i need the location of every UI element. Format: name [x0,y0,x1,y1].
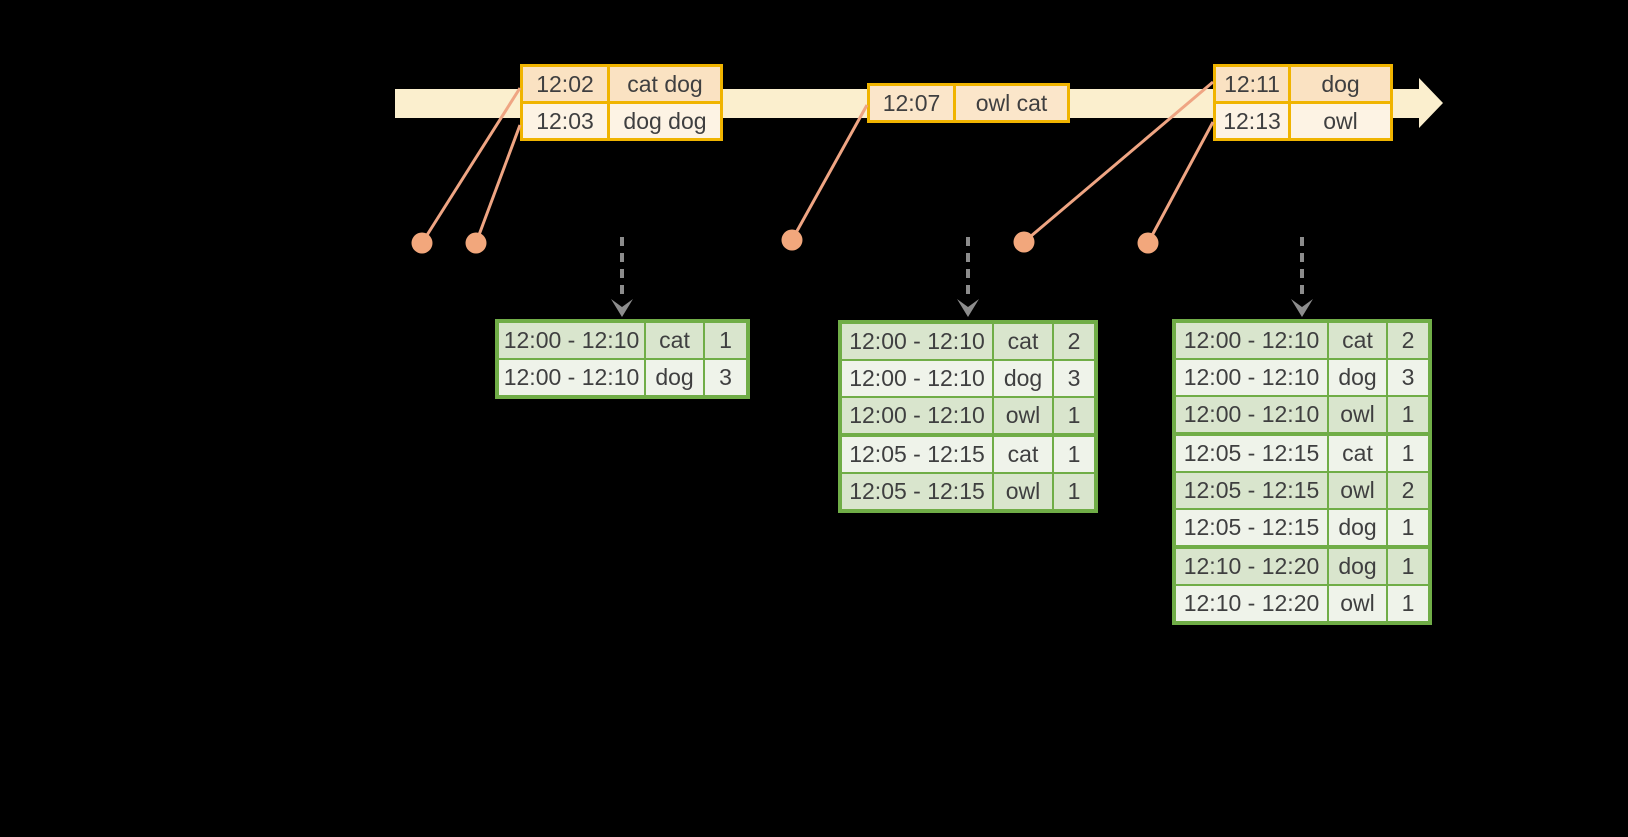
count-cell: 3 [1388,360,1428,395]
trigger-arrow-head-icon [957,299,979,317]
word-cell: dog [1329,549,1386,584]
count-cell: 1 [1054,474,1094,509]
time-cell: 12:13 [1216,104,1288,138]
count-cell: 1 [1054,437,1094,472]
word-cell: cat [646,323,703,358]
trigger-arrow-head-icon [1291,299,1313,317]
count-cell: 1 [705,323,746,358]
event-dot [1137,232,1159,254]
window-cell: 12:05 - 12:15 [1176,473,1327,508]
connector-line [1146,121,1215,244]
window-cell: 12:00 - 12:10 [499,323,644,358]
count-cell: 1 [1388,397,1428,432]
word-cell: cat [994,324,1052,359]
count-cell: 1 [1388,549,1428,584]
event-dot [1013,231,1035,253]
word-cell: dog [994,361,1052,396]
window-cell: 12:05 - 12:15 [1176,436,1327,471]
event-dot [465,232,487,254]
count-cell: 1 [1388,586,1428,621]
words-cell: dog dog [610,104,720,138]
word-cell: owl [1329,473,1386,508]
time-cell: 12:03 [523,104,607,138]
count-cell: 3 [1054,361,1094,396]
count-cell: 1 [1388,510,1428,545]
window-cell: 12:00 - 12:10 [1176,323,1327,358]
connector-line [474,124,522,244]
connector-line [790,104,869,241]
count-cell: 1 [1388,436,1428,471]
time-cell: 12:07 [870,86,953,120]
count-cell: 2 [1388,473,1428,508]
timeline-arrow-head-icon [1419,78,1443,128]
word-cell: cat [994,437,1052,472]
window-cell: 12:00 - 12:10 [1176,397,1327,432]
words-cell: owl cat [956,86,1067,120]
count-cell: 2 [1388,323,1428,358]
count-cell: 3 [705,360,746,395]
window-cell: 12:05 - 12:15 [1176,510,1327,545]
window-cell: 12:00 - 12:10 [842,398,992,433]
word-cell: cat [1329,436,1386,471]
trigger-arrow-head-icon [611,299,633,317]
window-cell: 12:10 - 12:20 [1176,549,1327,584]
window-cell: 12:00 - 12:10 [1176,360,1327,395]
window-cell: 12:05 - 12:15 [842,437,992,472]
word-cell: owl [994,398,1052,433]
window-cell: 12:00 - 12:10 [842,324,992,359]
window-cell: 12:00 - 12:10 [842,361,992,396]
words-cell: owl [1291,104,1390,138]
time-cell: 12:02 [523,67,607,101]
event-dot [411,232,433,254]
words-cell: cat dog [610,67,720,101]
window-cell: 12:05 - 12:15 [842,474,992,509]
window-cell: 12:00 - 12:10 [499,360,644,395]
time-cell: 12:11 [1216,67,1288,101]
word-cell: dog [1329,360,1386,395]
word-cell: owl [1329,586,1386,621]
word-cell: owl [994,474,1052,509]
word-cell: owl [1329,397,1386,432]
window-cell: 12:10 - 12:20 [1176,586,1327,621]
count-cell: 2 [1054,324,1094,359]
word-cell: cat [1329,323,1386,358]
count-cell: 1 [1054,398,1094,433]
word-cell: dog [1329,510,1386,545]
event-dot [781,229,803,251]
words-cell: dog [1291,67,1390,101]
word-cell: dog [646,360,703,395]
